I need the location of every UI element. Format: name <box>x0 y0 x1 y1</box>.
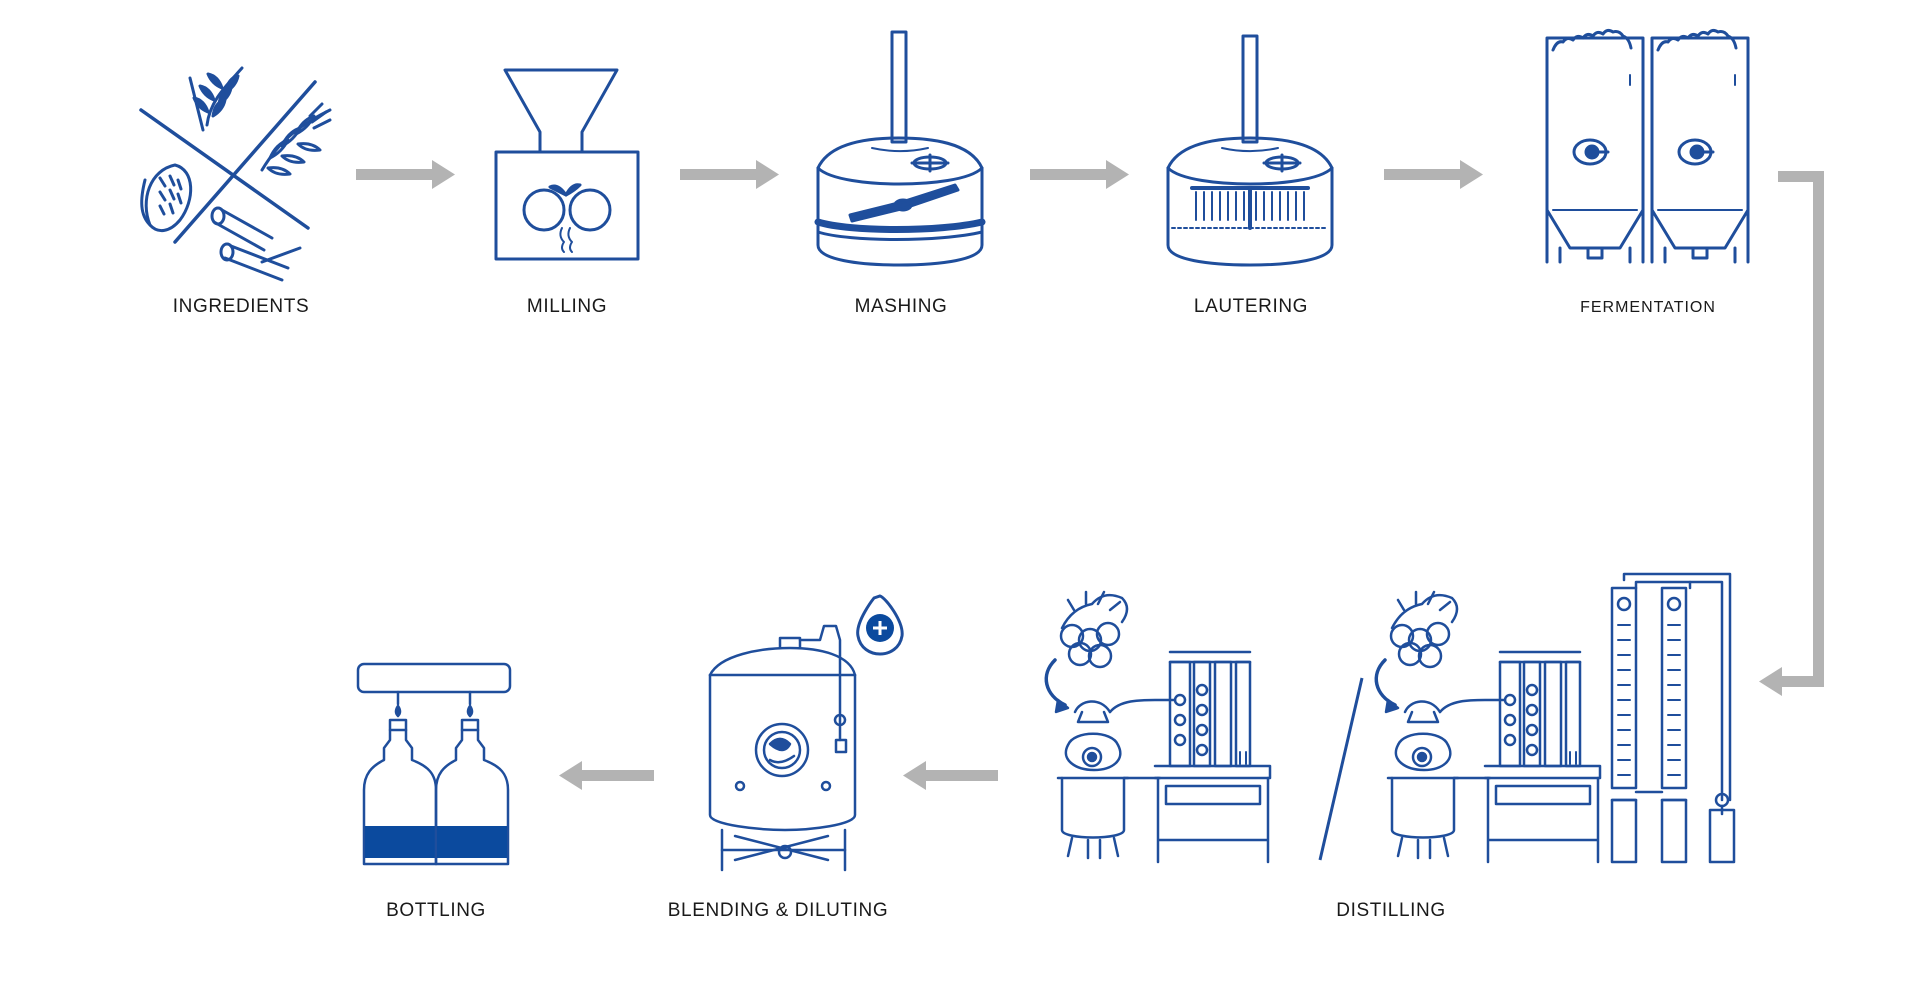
step-label-bottling: BOTTLING <box>386 900 486 921</box>
step-label-distilling: DISTILLING <box>1336 900 1445 921</box>
step-label-blending: BLENDING & DILUTING <box>668 900 888 921</box>
still-icon <box>1044 590 1272 864</box>
arrow-lautering-to-fermentation <box>1384 160 1483 189</box>
arrow-blending-to-bottling <box>559 761 654 790</box>
fermenter-icon <box>1545 28 1750 264</box>
blending-tank-icon <box>708 624 857 872</box>
grain-icon <box>139 66 332 282</box>
step-label-fermentation: FERMENTATION <box>1580 299 1716 316</box>
arrow-distilling-to-blending <box>903 761 998 790</box>
divider-line <box>1318 677 1364 861</box>
step-label-mashing: MASHING <box>855 296 948 317</box>
arrow-milling-to-mashing <box>680 160 779 189</box>
mill-icon <box>494 68 640 261</box>
water-drop-plus-icon <box>856 594 904 656</box>
step-label-ingredients: INGREDIENTS <box>173 296 309 317</box>
still-icon-2 <box>1374 590 1602 864</box>
lauter-tun-icon <box>1166 34 1334 267</box>
arrow-mashing-to-lautering <box>1030 160 1129 189</box>
mash-tun-icon <box>814 30 986 267</box>
step-label-lautering: LAUTERING <box>1194 296 1308 317</box>
column-still-icon <box>1610 572 1736 864</box>
bottles-icon <box>356 662 512 866</box>
arrow-fermentation-to-distilling <box>1759 171 1824 696</box>
arrow-ingredients-to-milling <box>356 160 455 189</box>
step-label-milling: MILLING <box>527 296 607 317</box>
